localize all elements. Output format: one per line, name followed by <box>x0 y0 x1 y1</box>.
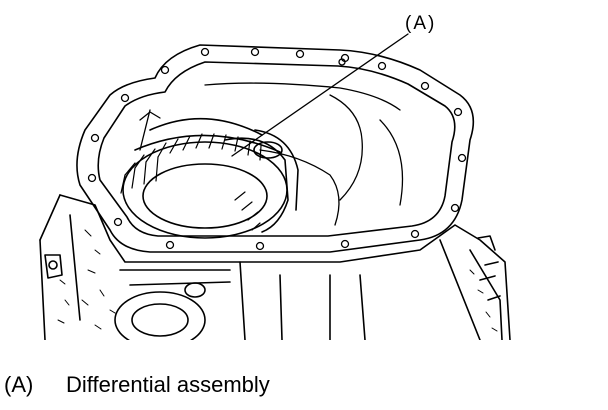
cover-flange-inner <box>97 61 456 237</box>
callout-label: (A) <box>405 13 437 34</box>
case-texture <box>57 229 498 332</box>
flange-bolts <box>87 47 467 251</box>
callout-leader <box>231 33 409 157</box>
differential-illustration <box>39 33 511 340</box>
legend-item: (A) Differential assembly <box>4 374 270 396</box>
transmission-case <box>39 194 511 340</box>
legend-text: Differential assembly <box>66 372 270 397</box>
ring-gear <box>120 117 299 239</box>
cavity-contours <box>139 82 404 226</box>
legend-key: (A) <box>4 372 34 397</box>
cover-flange-outline <box>76 44 475 253</box>
